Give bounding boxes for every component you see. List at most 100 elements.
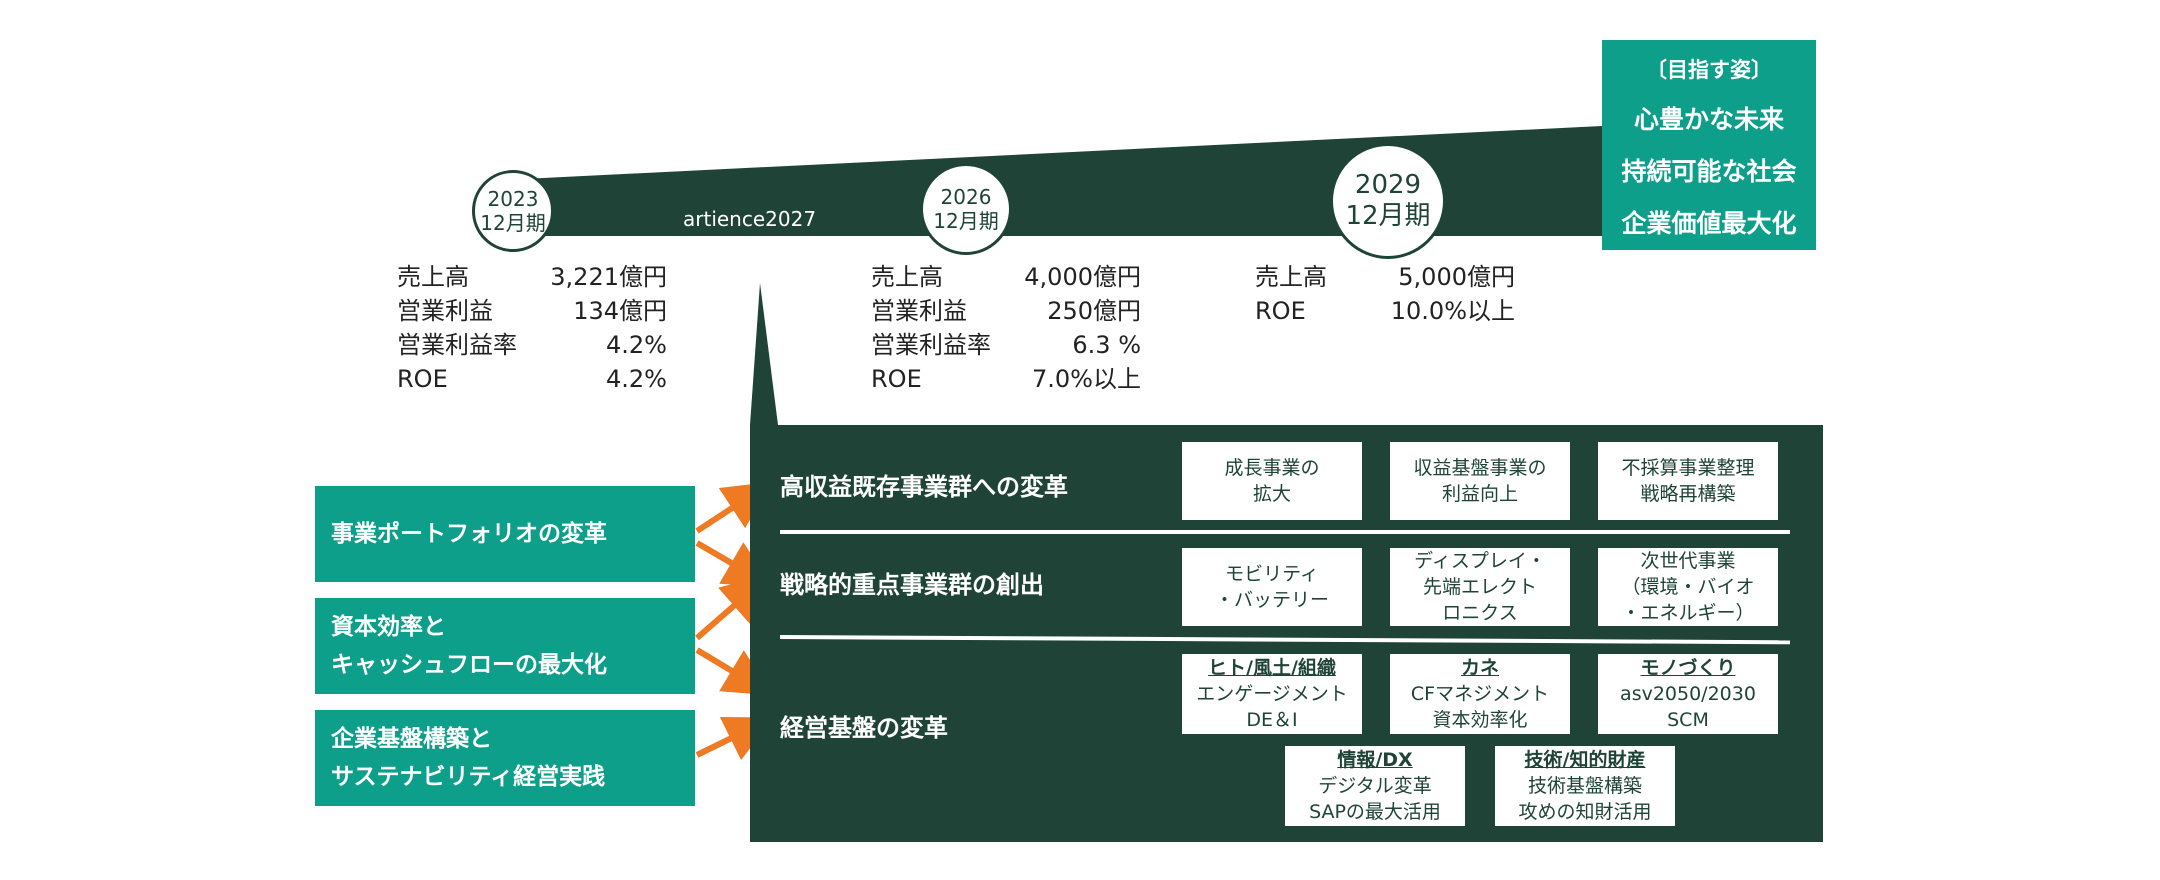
section-divider	[779, 635, 1790, 645]
arrow-foundation-to-section3	[695, 717, 774, 761]
policy-portfolio: 事業ポートフォリオの変革	[315, 486, 695, 582]
section-title: 戦略的重点事業群の創出	[780, 571, 1044, 599]
metric-value: 4.2%	[606, 331, 667, 359]
strategy-box: モノづくり asv2050/2030 SCM	[1598, 654, 1778, 734]
policy-line: サステナビリティ経営実践	[331, 764, 606, 790]
box-heading: 技術/知的財産	[1524, 749, 1646, 771]
goal-line: 持続可能な社会	[1621, 157, 1797, 186]
box-line: CFマネジメント	[1410, 683, 1550, 705]
box-heading: モノづくり	[1640, 657, 1736, 679]
metric-label: ROE	[871, 365, 922, 393]
metric-value: 7.0%以上	[1032, 365, 1141, 393]
strategy-box: モビリティ ・バッテリー	[1182, 548, 1362, 626]
box-line: 成長事業の	[1224, 457, 1320, 479]
strategy-box: 情報/DX デジタル変革 SAPの最大活用	[1285, 746, 1465, 826]
box-line: エンゲージメント	[1196, 683, 1348, 705]
goal-heading: 〔目指す姿〕	[1646, 58, 1772, 82]
metric-label: 営業利益率	[397, 331, 517, 359]
period-label: 12月期	[1345, 201, 1431, 231]
arrow-portfolio-to-section2	[695, 540, 773, 588]
policy-line: キャッシュフローの最大化	[331, 652, 607, 678]
policy-line: 事業ポートフォリオの変革	[331, 521, 607, 547]
box-line: 拡大	[1252, 483, 1291, 505]
goal-box: 〔目指す姿〕 心豊かな未来 持続可能な社会 企業価値最大化	[1602, 40, 1816, 250]
metric-label: 営業利益	[871, 297, 967, 325]
box-line: 先端エレクト	[1422, 576, 1537, 598]
metric-label: ROE	[397, 365, 448, 393]
goal-line: 心豊かな未来	[1633, 105, 1784, 134]
box-line: 収益基盤事業の	[1413, 457, 1547, 479]
strategy-box: 次世代事業 （環境・バイオ ・エネルギー）	[1598, 548, 1778, 626]
plan-name: artience2027	[683, 207, 817, 231]
metric-value: 250億円	[1047, 297, 1141, 325]
metric-row: 営業利益 250億円	[871, 294, 1141, 328]
metric-value: 10.0%以上	[1390, 297, 1515, 325]
section-divider	[780, 530, 1790, 534]
year-label: 2026	[940, 185, 992, 209]
arrow-capital-to-section2	[695, 574, 771, 641]
box-line: asv2050/2030	[1620, 683, 1756, 705]
box-line: 技術基盤構築	[1527, 775, 1642, 797]
box-line: 攻めの知財活用	[1518, 801, 1652, 823]
box-heading: カネ	[1460, 657, 1499, 679]
policy-line: 資本効率と	[331, 614, 446, 640]
callout-pointer	[750, 283, 778, 425]
metric-value: 5,000億円	[1398, 263, 1515, 291]
strategy-box: カネ CFマネジメント 資本効率化	[1390, 654, 1570, 734]
arrow-portfolio-to-section1	[695, 481, 773, 534]
metric-label: 売上高	[1255, 263, 1327, 291]
box-line: 戦略再構築	[1640, 483, 1736, 505]
box-line: 不採算事業整理	[1621, 457, 1755, 479]
metric-row: ROE 4.2%	[397, 362, 667, 396]
strategy-box: 成長事業の 拡大	[1182, 442, 1362, 520]
period-label: 12月期	[933, 209, 999, 233]
year-marker-2026: 2026 12月期	[920, 163, 1012, 255]
metric-row: 売上高 4,000億円	[871, 260, 1141, 294]
section-title: 高収益既存事業群への変革	[780, 473, 1068, 501]
metric-value: 134億円	[573, 297, 667, 325]
metric-row: 売上高 5,000億円	[1255, 260, 1515, 294]
year-label: 2023	[487, 187, 539, 211]
metric-value: 3,221億円	[550, 263, 667, 291]
metric-value: 4,000億円	[1024, 263, 1141, 291]
year-label: 2029	[1354, 169, 1422, 200]
strategy-box: ヒト/風土/組織 エンゲージメント DE＆I	[1182, 654, 1362, 734]
metric-row: 営業利益率 4.2%	[397, 328, 667, 362]
box-line: （環境・バイオ	[1621, 576, 1755, 598]
box-line: SCM	[1667, 709, 1709, 731]
metric-label: 売上高	[397, 263, 469, 291]
goal-line: 企業価値最大化	[1621, 209, 1797, 238]
box-line: ロニクス	[1442, 602, 1518, 624]
box-line: デジタル変革	[1318, 775, 1432, 797]
arrow-capital-to-section3	[695, 647, 773, 696]
box-heading: ヒト/風土/組織	[1208, 657, 1336, 679]
box-line: SAPの最大活用	[1309, 801, 1441, 823]
strategy-box: ディスプレイ・ 先端エレクト ロニクス	[1390, 548, 1570, 626]
box-line: DE＆I	[1246, 709, 1298, 731]
strategy-box: 不採算事業整理 戦略再構築	[1598, 442, 1778, 520]
policy-line: 企業基盤構築と	[331, 726, 492, 752]
policy-foundation-sustainability: 企業基盤構築と サステナビリティ経営実践	[315, 710, 695, 806]
metric-row: ROE 7.0%以上	[871, 362, 1141, 396]
metric-value: 4.2%	[606, 365, 667, 393]
metric-label: 売上高	[871, 263, 943, 291]
year-marker-2023: 2023 12月期	[472, 170, 554, 252]
box-line: ディスプレイ・	[1414, 550, 1546, 572]
strategy-box: 技術/知的財産 技術基盤構築 攻めの知財活用	[1495, 746, 1675, 826]
box-line: ・エネルギー）	[1621, 602, 1755, 624]
box-heading: 情報/DX	[1337, 749, 1413, 771]
box-line: 資本効率化	[1432, 709, 1528, 731]
box-line: モビリティ	[1225, 563, 1319, 585]
metric-value: 6.3 %	[1072, 331, 1141, 359]
box-line: 利益向上	[1441, 483, 1518, 505]
section-title: 経営基盤の変革	[780, 714, 948, 742]
strategy-panel: 高収益既存事業群への変革 戦略的重点事業群の創出 経営基盤の変革 成長事業の 拡…	[750, 425, 1823, 842]
year-marker-2029: 2029 12月期	[1330, 143, 1446, 259]
timeline-wedge	[502, 126, 1602, 236]
box-line: ・バッテリー	[1214, 589, 1329, 611]
